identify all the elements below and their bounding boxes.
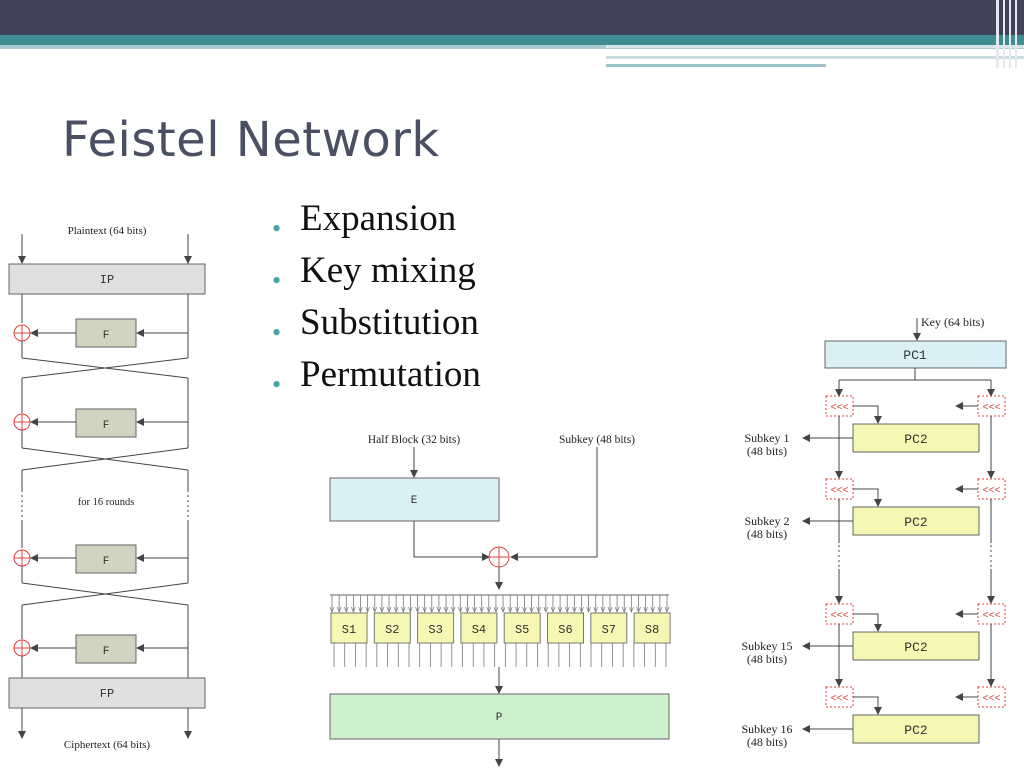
sbox-8 xyxy=(633,612,671,644)
left-shift-label: <<< xyxy=(830,486,848,497)
pc2-label: PC2 xyxy=(904,515,927,530)
f-box xyxy=(75,408,137,438)
pc2-label: PC2 xyxy=(904,723,927,738)
bullet-dot-icon: • xyxy=(272,370,282,399)
bullet-item: • Key mixing xyxy=(270,248,481,300)
subkey-bits: (48 bits) xyxy=(747,444,787,458)
subkey-name: Subkey 16 xyxy=(742,722,793,736)
expansion-label: E xyxy=(411,495,418,507)
bullet-dot-icon: • xyxy=(272,318,282,347)
ip-box xyxy=(8,263,206,295)
bullet-dot-icon: • xyxy=(272,266,282,295)
f-label: F xyxy=(103,330,110,342)
subkey-bits: (48 bits) xyxy=(747,652,787,666)
key-label: Key (64 bits) xyxy=(921,315,984,329)
sbox-label: S1 xyxy=(342,623,356,637)
pc2-label: PC2 xyxy=(904,432,927,447)
fp-box xyxy=(8,677,206,709)
sbox-2 xyxy=(373,612,411,644)
sbox-label: S5 xyxy=(515,623,529,637)
fp-label: FP xyxy=(100,687,114,701)
subkey-bits: (48 bits) xyxy=(747,527,787,541)
sbox-3 xyxy=(417,612,455,644)
sbox-label: S4 xyxy=(472,623,486,637)
sbox-7 xyxy=(590,612,628,644)
expansion-box xyxy=(329,477,500,522)
bullet-dot-icon: • xyxy=(272,214,282,243)
f-box xyxy=(75,634,137,664)
bullet-item: • Substitution xyxy=(270,300,481,352)
sbox-label: S2 xyxy=(385,623,399,637)
f-box xyxy=(75,544,137,574)
bullet-item: • Expansion xyxy=(270,196,481,248)
bullet-text: Permutation xyxy=(300,354,481,395)
half-block-label: Half Block (32 bits) xyxy=(368,434,460,446)
sbox-label: S7 xyxy=(602,623,616,637)
left-shift-label: <<< xyxy=(830,694,848,705)
rounds-label: for 16 rounds xyxy=(78,497,135,508)
f-box xyxy=(75,318,137,348)
subkey-label: Subkey (48 bits) xyxy=(559,434,635,446)
f-label: F xyxy=(103,420,110,432)
bullet-list: • Expansion • Key mixing • Substitution • Pe… xyxy=(270,196,481,404)
plaintext-label: Plaintext (64 bits) xyxy=(68,225,147,237)
right-shift-label: <<< xyxy=(982,694,1000,705)
bullet-text: Expansion xyxy=(300,198,457,239)
bullet-item: • Permutation xyxy=(270,352,481,404)
f-label: F xyxy=(103,556,110,568)
sbox-label: S3 xyxy=(428,623,442,637)
subkey-bits: (48 bits) xyxy=(747,735,787,749)
right-shift-label: <<< xyxy=(982,403,1000,414)
sbox-1 xyxy=(330,612,368,644)
ciphertext-label: Ciphertext (64 bits) xyxy=(64,739,150,751)
ip-label: IP xyxy=(100,273,114,287)
permutation-label: P xyxy=(496,712,503,724)
f-function-diagram: Half Block (32 bits) Subkey (48 bits) E … xyxy=(329,434,671,767)
pc1-label: PC1 xyxy=(903,348,927,363)
sbox-label: S6 xyxy=(558,623,572,637)
bullet-text: Key mixing xyxy=(300,250,476,291)
left-shift-label: <<< xyxy=(830,403,848,414)
f-label: F xyxy=(103,646,110,658)
pc2-box xyxy=(852,631,980,661)
pc2-label: PC2 xyxy=(904,640,927,655)
feistel-structure-diagram: Plaintext (64 bits) IP F F for 16 rou xyxy=(8,225,206,751)
pc1-box xyxy=(824,340,1007,369)
subkey-name: Subkey 2 xyxy=(745,514,790,528)
pc2-box xyxy=(852,423,980,453)
sbox-4 xyxy=(460,612,498,644)
sbox-wiring xyxy=(329,594,670,667)
sbox-6 xyxy=(547,612,584,644)
sbox-5 xyxy=(503,612,541,644)
sbox-label: S8 xyxy=(645,623,659,637)
permutation-box xyxy=(329,693,670,740)
right-shift-label: <<< xyxy=(982,611,1000,622)
sbox-row: S1 S2 S3 S4 S5 S6 S7 S8 xyxy=(330,612,671,644)
subkey-name: Subkey 15 xyxy=(742,639,793,653)
header-band xyxy=(0,0,1024,68)
pc2-box xyxy=(852,506,980,536)
right-shift-label: <<< xyxy=(982,486,1000,497)
subkey-name: Subkey 1 xyxy=(745,431,790,445)
slide-title: Feistel Network xyxy=(62,112,440,168)
bullet-text: Substitution xyxy=(300,302,479,343)
left-shift-label: <<< xyxy=(830,611,848,622)
